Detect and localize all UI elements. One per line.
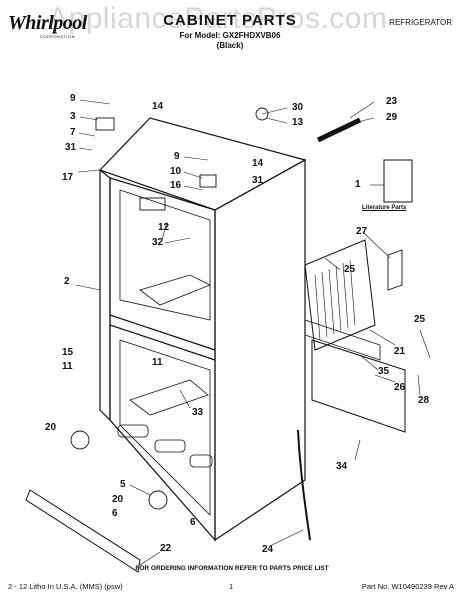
callout-25: 25 — [344, 264, 356, 275]
callout-10: 10 — [170, 166, 182, 177]
callout-34: 34 — [336, 461, 348, 472]
callout-15: 15 — [62, 347, 74, 358]
callout-13: 13 — [292, 117, 304, 128]
cabinet-right — [214, 158, 306, 542]
callout-23: 23 — [386, 96, 398, 107]
callout-17: 17 — [62, 172, 74, 183]
print-info: 2 - 12 Litho In U.S.A. (MMS) (psw) — [8, 582, 123, 591]
callout-35: 35 — [378, 366, 390, 377]
callout-26: 26 — [394, 382, 406, 393]
callout-11b: 11 — [152, 357, 163, 368]
callout-30: 30 — [292, 102, 304, 113]
callout-12: 12 — [158, 222, 170, 233]
callout-9b: 9 — [174, 151, 180, 162]
watermark: AppliancePartsPros.com — [48, 2, 388, 35]
callout-27: 27 — [356, 226, 368, 237]
callout-20: 20 — [45, 422, 57, 433]
callout-22: 22 — [160, 543, 172, 554]
callout-25b: 25 — [414, 314, 426, 325]
kick-panel — [311, 339, 406, 433]
callout-31: 31 — [65, 142, 77, 153]
cabinet-top — [98, 117, 307, 211]
page-number: 1 — [229, 582, 234, 591]
callout-6b: 6 — [190, 517, 196, 528]
callout-5: 5 — [120, 479, 126, 490]
callout-24: 24 — [262, 544, 274, 555]
callout-14b: 14 — [252, 158, 264, 169]
callout-2: 2 — [64, 276, 70, 287]
page-title: CABINET PARTS — [163, 12, 297, 29]
callout-6: 6 — [112, 508, 118, 519]
callout-29: 29 — [386, 112, 398, 123]
callout-7: 7 — [70, 127, 76, 138]
order-note: FOR ORDERING INFORMATION REFER TO PARTS … — [135, 565, 329, 572]
callout-33: 33 — [192, 407, 204, 418]
part-number: Part No. W10490239 Rev A — [361, 582, 454, 591]
callout-9: 9 — [70, 93, 76, 104]
callout-11: 11 — [62, 361, 73, 372]
back-panel — [304, 239, 376, 351]
callout-16: 16 — [170, 180, 182, 191]
brand-logo: Whirlpool — [8, 12, 87, 34]
color-line: (Black) — [216, 41, 244, 50]
toe-grille — [25, 489, 141, 573]
brand-subtitle: CORPORATION — [40, 34, 75, 39]
cabinet-side — [99, 168, 111, 422]
callout-32: 32 — [152, 237, 164, 248]
callout-20b: 20 — [112, 494, 124, 505]
callout-28: 28 — [418, 395, 430, 406]
literature-booklet — [383, 159, 413, 203]
model-line: For Model: GX2FHDXVB06 — [179, 31, 281, 40]
callout-21: 21 — [394, 346, 406, 357]
literature-label: Literature Parts — [362, 205, 407, 211]
callout-1: 1 — [355, 179, 361, 190]
callout-3: 3 — [70, 111, 76, 122]
callout-14: 14 — [152, 101, 164, 112]
category-label: REFRIGERATOR — [389, 18, 452, 27]
callout-31b: 31 — [252, 175, 264, 186]
